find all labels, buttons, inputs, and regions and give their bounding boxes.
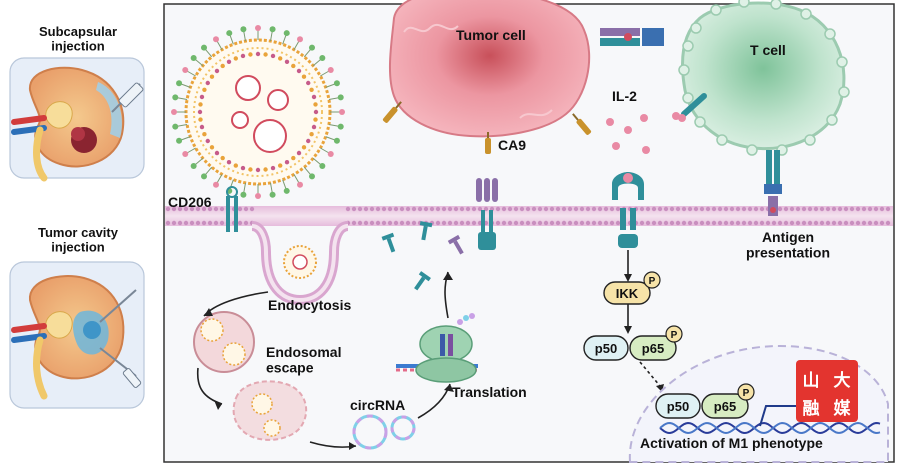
- logo-char-1: 山: [803, 371, 820, 391]
- ikk-badge: IKK P: [603, 271, 661, 305]
- tumor-cell-label: Tumor cell: [456, 27, 526, 43]
- media-logo: 山 大 融 媒: [796, 360, 858, 422]
- endosome: [193, 311, 255, 373]
- p50-p65-complex-cytosol: p50 p65 P: [583, 325, 683, 361]
- tumor-cell: [389, 0, 591, 138]
- pathway-arrows-left: [196, 271, 454, 450]
- p65-label: p65: [642, 341, 664, 356]
- endocytosis-label: Endocytosis: [268, 297, 351, 313]
- p50-p65-complex-nucleus: p50 p65 P: [655, 383, 755, 419]
- translation-label: Translation: [452, 384, 527, 400]
- t-cell-microvilli: [678, 0, 850, 156]
- circrna-label: circRNA: [350, 397, 405, 413]
- p65-nuclear-phospho-label: P: [743, 388, 750, 399]
- lipid-nanoparticle: [171, 25, 345, 199]
- p65-nuclear-label: p65: [714, 399, 736, 414]
- endocytosis-pit: [251, 221, 349, 306]
- t-cell-label: T cell: [750, 42, 786, 58]
- logo-char-3: 融: [803, 399, 820, 419]
- p50-label: p50: [595, 341, 617, 356]
- cd206-label: CD206: [168, 194, 212, 210]
- tumor-surface-antigens: [382, 101, 592, 154]
- endocytosed-nanoparticle: [283, 245, 317, 279]
- ribosome: [396, 313, 478, 383]
- antigen-presentation-complex: [678, 93, 782, 216]
- il2-receptor: [612, 172, 644, 248]
- ikk-label: IKK: [616, 286, 639, 301]
- t-cell: [678, 0, 850, 156]
- ikk-phospho-label: P: [649, 276, 656, 287]
- escaping-vesicle: [232, 380, 308, 441]
- cell-membrane: [165, 206, 893, 226]
- ca9-label: CA9: [498, 137, 526, 153]
- tcr-mhc-complex-top: [600, 28, 664, 46]
- dna-strand: [659, 405, 881, 435]
- syringe-icon-subcapsular: [111, 82, 144, 113]
- cd206-receptor: [226, 186, 238, 232]
- il2-label: IL-2: [612, 88, 637, 104]
- ca9-receptor: [476, 178, 498, 250]
- nanoparticle-peg-spikes: [171, 25, 345, 199]
- syringe-icon-tumor-cavity: [99, 289, 142, 388]
- kidney-icon-subcapsular: [11, 66, 125, 182]
- p65-phospho-label: P: [671, 330, 678, 341]
- logo-char-2: 大: [834, 370, 851, 391]
- activation-label: Activation of M1 phenotype: [640, 435, 823, 451]
- kidney-icon-tumor-cavity: [11, 275, 125, 400]
- logo-char-4: 媒: [834, 398, 852, 419]
- p50-nuclear-label: p50: [667, 399, 689, 414]
- translated-proteins: [381, 221, 464, 291]
- circrna-rings: [352, 414, 416, 450]
